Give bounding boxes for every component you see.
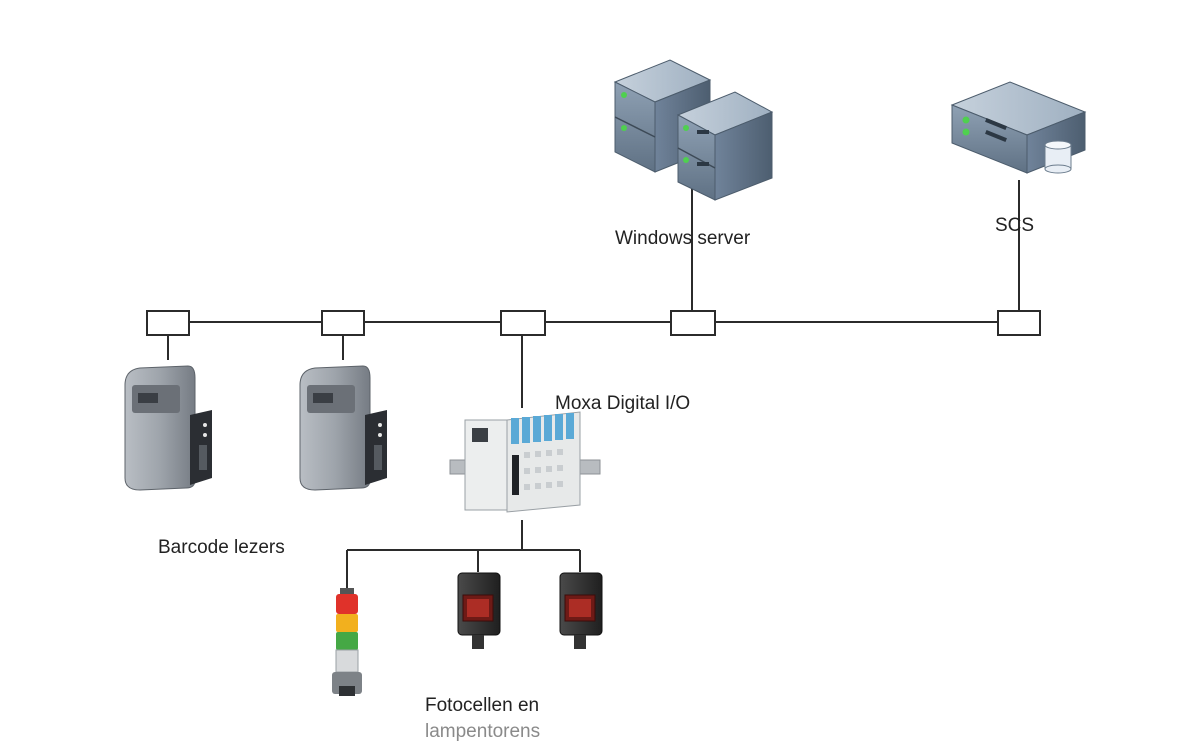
barcode-scanner-icon: [299, 365, 387, 491]
switch-node-1: [146, 310, 190, 336]
switch-node-2: [321, 310, 365, 336]
fotocellen-label-line2: lampentorens: [425, 721, 541, 742]
io-module-icon: [449, 411, 601, 513]
scs-label: SCS: [995, 215, 1035, 236]
switch-node-4: [670, 310, 716, 336]
moxa-label: Moxa Digital I/O: [555, 393, 691, 414]
switch-node-5: [997, 310, 1041, 336]
network-nodes: [146, 310, 1041, 336]
fotocellen-label-line1: Fotocellen en: [425, 695, 540, 716]
barcode-scanner-icon: [124, 365, 212, 491]
photo-sensor-icon: [559, 572, 603, 649]
switch-node-3: [500, 310, 546, 336]
database-icon: [1044, 140, 1072, 174]
windows-server-icon: [613, 59, 774, 201]
tower-light-icon: [332, 588, 362, 696]
windows-server-label: Windows server: [615, 228, 751, 249]
photo-sensor-icon: [457, 572, 501, 649]
barcode-label: Barcode lezers: [158, 537, 285, 558]
drop-lines: [167, 168, 1020, 590]
